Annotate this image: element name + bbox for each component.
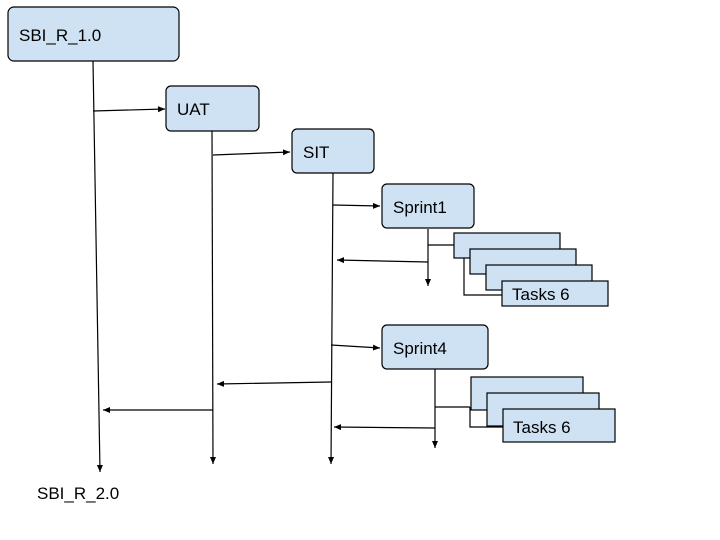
sprint4-label: Sprint4 — [393, 339, 447, 358]
uat-to-sit-arrow — [212, 149, 291, 156]
sprint1-task-stack: Tasks 6 — [453, 232, 609, 307]
sprint4-return-arrow — [333, 424, 436, 431]
release-to-uat-arrow — [92, 106, 166, 113]
sprint1-label: Sprint1 — [393, 198, 447, 217]
release-start-node: SBI_R_1.0 — [7, 6, 180, 62]
release-end-label: SBI_R_2.0 — [37, 484, 119, 503]
uat-label: UAT — [177, 100, 210, 119]
sprint4-task-connector — [469, 407, 503, 428]
sprint1-return-arrow — [336, 257, 429, 264]
sit-label: SIT — [303, 143, 329, 162]
sprint1-node: Sprint1 — [381, 183, 475, 229]
sprint4-task-stack: Tasks 6 — [470, 376, 616, 443]
sit-node: SIT — [291, 128, 375, 174]
sit-to-sprint4-arrow — [330, 344, 381, 351]
sprint1-task-connector — [463, 245, 502, 296]
sit-return-arrow — [216, 380, 332, 387]
task-card — [501, 280, 609, 307]
uat-timeline-line — [209, 130, 216, 465]
sprint4-tasks-label: Tasks 6 — [513, 418, 571, 437]
release-start-label: SBI_R_1.0 — [19, 26, 101, 45]
task-card — [502, 408, 616, 443]
sit-timeline-line — [328, 172, 335, 465]
uat-node: UAT — [165, 85, 260, 132]
sit-to-sprint1-arrow — [332, 202, 381, 209]
release-timeline-line — [92, 60, 103, 473]
sprint4-node: Sprint4 — [381, 324, 489, 370]
sprint1-tasks-label: Tasks 6 — [512, 285, 570, 304]
